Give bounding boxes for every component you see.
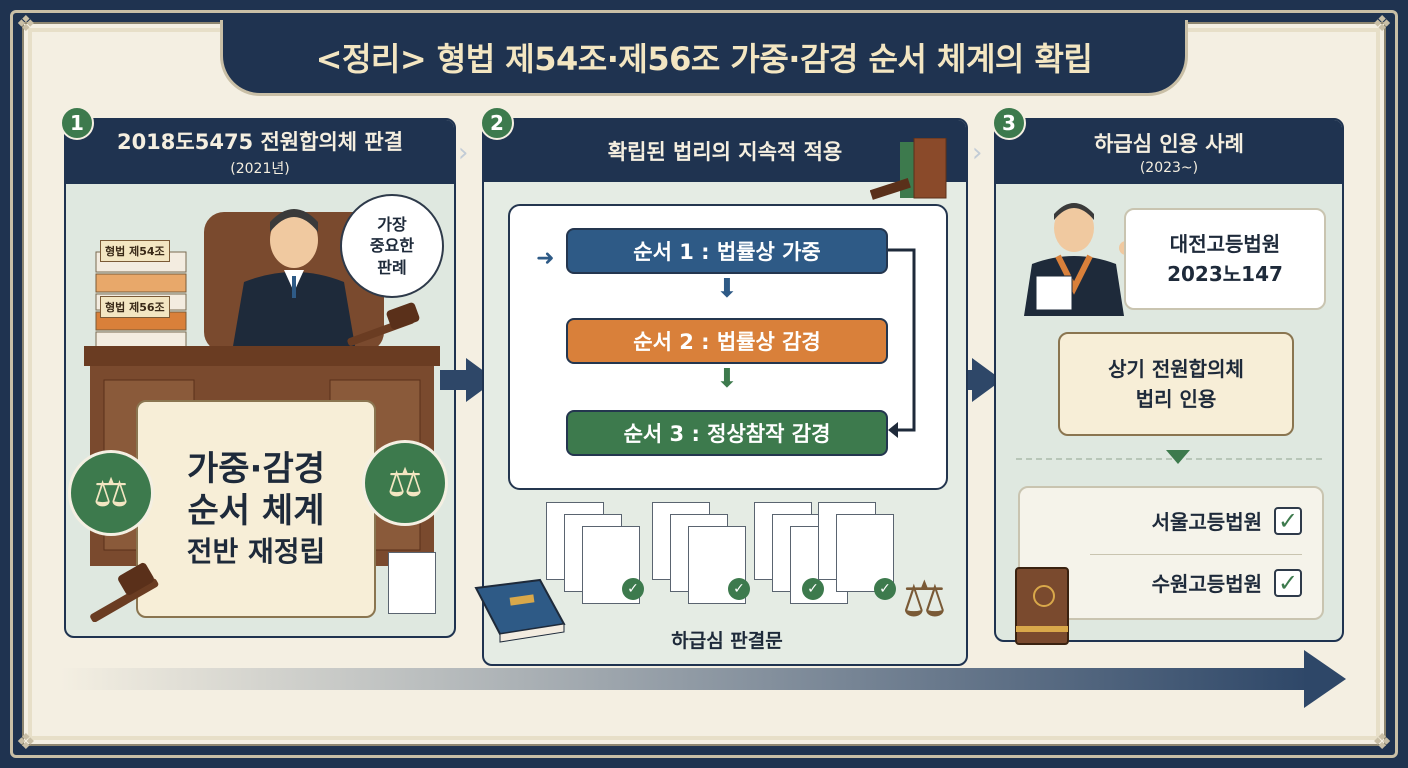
- panel-subheading: (2023~): [1139, 160, 1199, 176]
- arrow-down-icon: ⬇: [716, 364, 738, 394]
- flow-arrow: [440, 370, 470, 390]
- court-item: 수원고등법원 ✓: [1020, 568, 1302, 597]
- corner-ornament-icon: ❖: [16, 730, 36, 755]
- step-number-badge: 3: [992, 106, 1026, 140]
- outer-frame: [10, 10, 1398, 758]
- panel-lower-court-citations: 하급심 인용 사례 (2023~) 대전고등법원 2023노147 상기 전원합…: [994, 118, 1344, 645]
- arrow-down-icon: ⬇: [716, 274, 738, 304]
- scales-of-justice-icon: ⚖: [902, 570, 947, 628]
- books-icon: [870, 138, 947, 200]
- documents-caption: 하급심 판결문: [671, 630, 783, 652]
- title-banner: <정리> 형법 제54조·제56조 가중·감경 순서 체계의 확립: [220, 20, 1188, 96]
- book-icon: [474, 578, 566, 643]
- gavel-icon: [347, 302, 420, 346]
- speech-line: 대전고등법원: [1169, 232, 1281, 256]
- chevron-right-icon: ›: [458, 138, 469, 168]
- step-number-badge: 1: [60, 106, 94, 140]
- checkmark-icon: ✓: [802, 578, 824, 600]
- step-label: 순서 1 : 법률상 가중: [633, 240, 821, 264]
- step-1-box: 순서 1 : 법률상 가중: [566, 228, 888, 274]
- page-title: <정리> 형법 제54조·제56조 가중·감경 순서 체계의 확립: [315, 39, 1093, 78]
- bracket-connector: [888, 248, 916, 438]
- speech-bubble: 대전고등법원 2023노147: [1124, 208, 1326, 310]
- chevron-right-icon: ›: [972, 138, 983, 168]
- speech-line: 중요한: [369, 236, 415, 256]
- speech-line: 가장: [377, 214, 407, 234]
- book-label: 형법 제56조: [100, 296, 170, 318]
- judge-presenter-illustration: [1024, 203, 1133, 316]
- step-number-badge: 2: [480, 106, 514, 140]
- panel-consistent-application: 확립된 법리의 지속적 적용 ➜ 순서 1 : 법률상 가중 ⬇ 순서 2 : …: [474, 118, 968, 666]
- panel-heading: 하급심 인용 사례: [1094, 132, 1244, 156]
- checkmark-icon: ✓: [1274, 506, 1302, 535]
- checkmark-icon: ✓: [1274, 568, 1302, 597]
- scales-of-justice-icon: ⚖: [68, 450, 154, 536]
- court-name: 서울고등법원: [1151, 510, 1262, 534]
- corner-ornament-icon: ❖: [16, 12, 36, 37]
- panel-header: 하급심 인용 사례 (2023~): [996, 120, 1342, 184]
- scroll-statement: 가중·감경 순서 체계 전반 재정립: [136, 400, 376, 618]
- step-3-box: 순서 3 : 정상참작 감경: [566, 410, 888, 456]
- book-icon: [1015, 567, 1069, 645]
- step-2-box: 순서 2 : 법률상 감경: [566, 318, 888, 364]
- book-label: 형법 제54조: [100, 240, 170, 262]
- divider: [1090, 554, 1302, 555]
- step-label: 순서 3 : 정상참작 감경: [623, 422, 831, 446]
- gavel-icon: [90, 562, 159, 622]
- scroll-statement: 상기 전원합의체 법리 인용: [1058, 332, 1294, 436]
- scroll-line: 전반 재정립: [186, 534, 326, 568]
- corner-ornament-icon: ❖: [1372, 12, 1392, 37]
- speech-bubble: 가장 중요한 판례: [340, 194, 444, 298]
- step-label: 순서 2 : 법률상 감경: [633, 330, 821, 354]
- panel-subheading: (2021년): [230, 161, 290, 177]
- checkmark-icon: ✓: [728, 578, 750, 600]
- court-list: 서울고등법원 ✓ 수원고등법원 ✓: [1018, 486, 1324, 620]
- scroll-line: 가중·감경: [186, 448, 326, 489]
- panel-supreme-court-ruling: 2018도5475 전원합의체 판결 (2021년) 가장 중요한 판례 형법 …: [64, 118, 456, 638]
- speech-line: 2023노147: [1167, 262, 1283, 286]
- scroll-line: 상기 전원합의체: [1108, 357, 1244, 381]
- corner-ornament-icon: ❖: [1372, 730, 1392, 755]
- court-item: 서울고등법원 ✓: [1020, 506, 1302, 535]
- judge-illustration: [204, 209, 384, 352]
- panel-heading: 2018도5475 전원합의체 판결: [116, 130, 404, 154]
- speech-line: 판례: [377, 257, 407, 277]
- timeline-arrow: [60, 650, 1346, 708]
- panel-heading: 확립된 법리의 지속적 적용: [607, 140, 843, 164]
- panel-header: 2018도5475 전원합의체 판결 (2021년): [66, 120, 454, 184]
- arrow-down-icon: [1166, 450, 1190, 464]
- scroll-line: 순서 체계: [187, 491, 325, 532]
- scroll-line: 법리 인용: [1135, 387, 1217, 411]
- panel-header: 확립된 법리의 지속적 적용: [484, 120, 966, 182]
- checkmark-icon: ✓: [874, 578, 896, 600]
- checkmark-icon: ✓: [622, 578, 644, 600]
- court-name: 수원고등법원: [1151, 572, 1262, 596]
- document-icon: [388, 552, 436, 614]
- arrow-right-icon: ➜: [536, 246, 555, 271]
- scales-of-justice-icon: ⚖: [362, 440, 448, 526]
